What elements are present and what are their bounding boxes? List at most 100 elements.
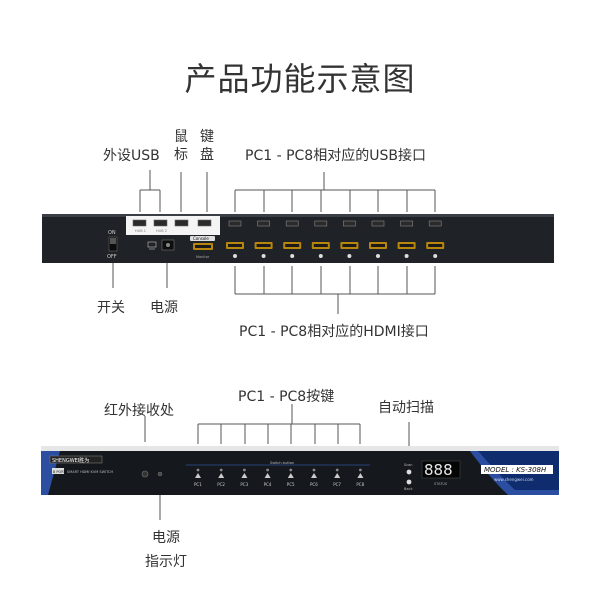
pc-usb-label: PC1 - PC8相对应的USB接口 — [245, 148, 426, 164]
pc8-hdmi-slot — [428, 244, 443, 247]
power-indicator-label-1: 电源 — [152, 530, 180, 546]
back-text: Back — [404, 487, 413, 491]
pc6-button-label: PC6 — [310, 482, 318, 487]
pc4-port-marker — [318, 254, 323, 258]
monitor-text: Monitor — [196, 255, 210, 259]
pc5-usb-port[interactable] — [343, 220, 356, 227]
pc-hdmi-label: PC1 - PC8相对应的HDMI接口 — [239, 324, 429, 340]
pc-buttons-label: PC1 - PC8按键 — [238, 389, 335, 405]
peripheral-usb-label: 外设USB — [103, 148, 160, 164]
power-dc-icon — [147, 241, 157, 250]
hub2-text: HUB 2 — [156, 229, 167, 233]
pc-usb-callout — [234, 172, 436, 212]
pc7-button[interactable] — [334, 473, 341, 478]
switch-label: 开关 — [97, 300, 125, 316]
pc1-hdmi-slot — [228, 244, 242, 247]
pc6-hdmi-slot — [371, 244, 385, 247]
pc3-port-marker — [290, 254, 295, 258]
pc1-button[interactable] — [195, 473, 201, 478]
model-text: MODEL : KS-308H — [484, 466, 547, 474]
pc2-port-marker — [261, 254, 266, 258]
power-jack[interactable] — [161, 239, 175, 251]
port-badge — [52, 468, 64, 474]
front-panel-diagram: SHENGWEI胜为 8 PORT SMART HDMI KVM SWITCH … — [41, 404, 559, 520]
switch-off-text: OFF — [107, 254, 117, 260]
pc7-led — [335, 468, 339, 472]
pc7-port-marker — [404, 254, 409, 258]
pc6-led — [312, 468, 316, 472]
pc3-usb-port[interactable] — [285, 220, 299, 227]
pc2-button[interactable] — [218, 473, 225, 478]
pc3-button[interactable] — [241, 473, 248, 478]
model-plate: MODEL : KS-308H — [481, 465, 553, 474]
console-text: Console — [193, 236, 209, 241]
pc3-led — [243, 468, 246, 472]
peripheral-usb-area — [126, 216, 220, 235]
power-switch[interactable] — [108, 236, 118, 252]
scan-text: Scan — [404, 463, 413, 467]
pc4-button[interactable] — [264, 473, 271, 478]
back-button[interactable] — [406, 479, 412, 485]
switch-on-text: ON — [108, 230, 116, 236]
pc7-usb-port[interactable] — [400, 220, 413, 227]
auto-scan-label: 自动扫描 — [378, 400, 434, 416]
pc2-button-label: PC2 — [217, 482, 225, 487]
usb-hub-callout — [139, 170, 161, 212]
pc8-port-marker — [433, 254, 438, 258]
pc5-led — [289, 468, 293, 472]
pc-hdmi-callout — [234, 266, 436, 314]
status-display — [421, 460, 461, 479]
hub1-text: HUB 1 — [135, 229, 146, 233]
pc5-hdmi-slot — [342, 244, 357, 247]
scan-button[interactable] — [406, 469, 412, 475]
pc4-led — [266, 468, 269, 472]
console-hdmi-port[interactable] — [193, 243, 213, 250]
brand-text: SHENGWEI胜为 — [52, 457, 89, 464]
display-label: STATUS — [434, 482, 448, 486]
url-text: www.shengwei.com — [494, 477, 534, 482]
pc4-usb-port[interactable] — [314, 220, 328, 227]
pc3-hdmi-slot — [285, 244, 300, 247]
pc6-button[interactable] — [311, 473, 317, 478]
console-badge: Console — [190, 236, 215, 241]
pc7-hdmi-slot — [399, 244, 414, 247]
mouse-label: 鼠标 — [174, 129, 188, 163]
pc8-led — [359, 468, 362, 472]
pc4-hdmi-slot — [313, 244, 328, 247]
brand-logo: SHENGWEI胜为 — [49, 455, 103, 464]
pc7-button-label: PC7 — [333, 482, 341, 487]
power-led — [157, 471, 163, 477]
pc1-button-label: PC1 — [194, 482, 202, 487]
pc8-usb-port[interactable] — [428, 220, 442, 227]
power-indicator-label-2: 指示灯 — [145, 554, 187, 570]
power-label: 电源 — [150, 300, 178, 316]
pc5-port-marker — [347, 254, 352, 258]
pc2-hdmi-slot — [256, 244, 271, 247]
usb-keyboard-port[interactable] — [197, 219, 212, 227]
pc2-usb-port[interactable] — [257, 220, 270, 227]
pc6-port-marker — [376, 254, 380, 258]
page-title: 产品功能示意图 — [184, 60, 416, 98]
subtitle-text: SMART HDMI KVM SWITCH — [67, 470, 113, 474]
pc8-button-label: PC8 — [356, 482, 364, 487]
keyboard-label: 键盘 — [200, 129, 214, 163]
ir-label: 红外接收处 — [104, 403, 174, 419]
pc6-usb-port[interactable] — [371, 220, 385, 227]
pc5-button[interactable] — [287, 473, 294, 478]
pc1-port-marker — [233, 254, 237, 258]
usb-hub1-port[interactable] — [132, 219, 147, 227]
pc2-led — [219, 468, 223, 472]
pc4-button-label: PC4 — [264, 482, 272, 487]
usb-mouse-port[interactable] — [174, 219, 189, 227]
pc-buttons-callout — [197, 404, 361, 444]
pc1-led — [196, 468, 200, 472]
display-digits: 888 — [424, 461, 453, 479]
pc8-button[interactable] — [357, 473, 364, 478]
pc1-usb-port[interactable] — [228, 220, 242, 227]
pc5-button-label: PC5 — [287, 482, 295, 487]
port-badge-text: 8 PORT — [53, 470, 66, 474]
pc3-button-label: PC3 — [240, 482, 248, 487]
ir-receiver — [141, 470, 149, 478]
switch-button-text: Switch button — [270, 461, 294, 465]
usb-hub2-port[interactable] — [153, 219, 168, 227]
